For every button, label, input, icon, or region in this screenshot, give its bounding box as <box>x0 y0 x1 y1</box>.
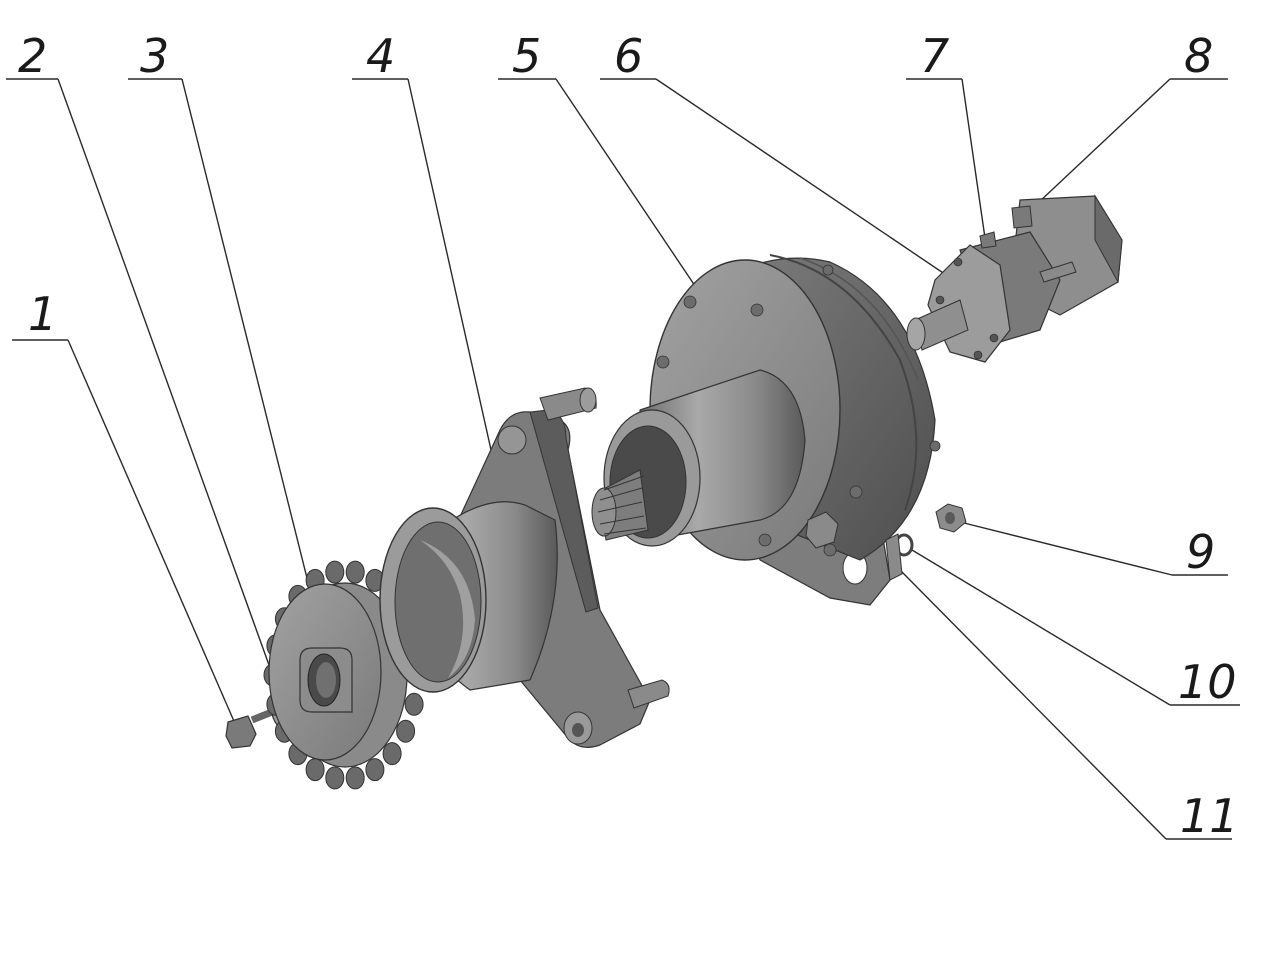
sprocket-icon <box>263 560 427 790</box>
callout-10-label: 10 <box>1178 655 1237 709</box>
nut-icon <box>935 503 967 533</box>
callout-2: 2 <box>6 29 279 691</box>
plate-icon <box>885 533 903 581</box>
callout-11: 11 <box>899 569 1239 843</box>
sprocket-tooth <box>345 560 365 584</box>
sprocket-tooth <box>305 758 325 782</box>
callout-4-label: 4 <box>366 29 395 83</box>
callout-7-label: 7 <box>920 29 949 83</box>
sprocket-tooth <box>396 719 416 743</box>
callout-5-label: 5 <box>512 29 541 83</box>
callout-1-label: 1 <box>28 287 57 341</box>
callout-11-label: 11 <box>1180 789 1239 843</box>
callout-9-label: 9 <box>1186 525 1215 579</box>
callout-7: 7 <box>906 29 986 239</box>
callout-10: 10 <box>911 549 1240 709</box>
bracket-icon <box>379 387 670 748</box>
callout-8-label: 8 <box>1184 29 1213 83</box>
sprocket-tooth <box>325 560 345 584</box>
sprocket-tooth <box>325 766 345 790</box>
callout-2-label: 2 <box>18 29 47 83</box>
callout-8: 8 <box>1021 29 1228 219</box>
callout-6: 6 <box>600 29 959 284</box>
sprocket-tooth <box>345 766 365 790</box>
gearbox-icon <box>591 254 941 606</box>
sprocket-tooth <box>365 758 385 782</box>
callout-3: 3 <box>128 29 319 623</box>
sprocket-tooth <box>382 742 402 766</box>
callout-3-label: 3 <box>140 29 169 83</box>
callout-9: 9 <box>959 521 1228 579</box>
callout-1: 1 <box>12 287 241 736</box>
callout-6-label: 6 <box>614 29 643 83</box>
sprocket-tooth <box>404 692 424 716</box>
hydraulic-motor-icon <box>906 194 1123 363</box>
callout-4: 4 <box>352 29 501 491</box>
